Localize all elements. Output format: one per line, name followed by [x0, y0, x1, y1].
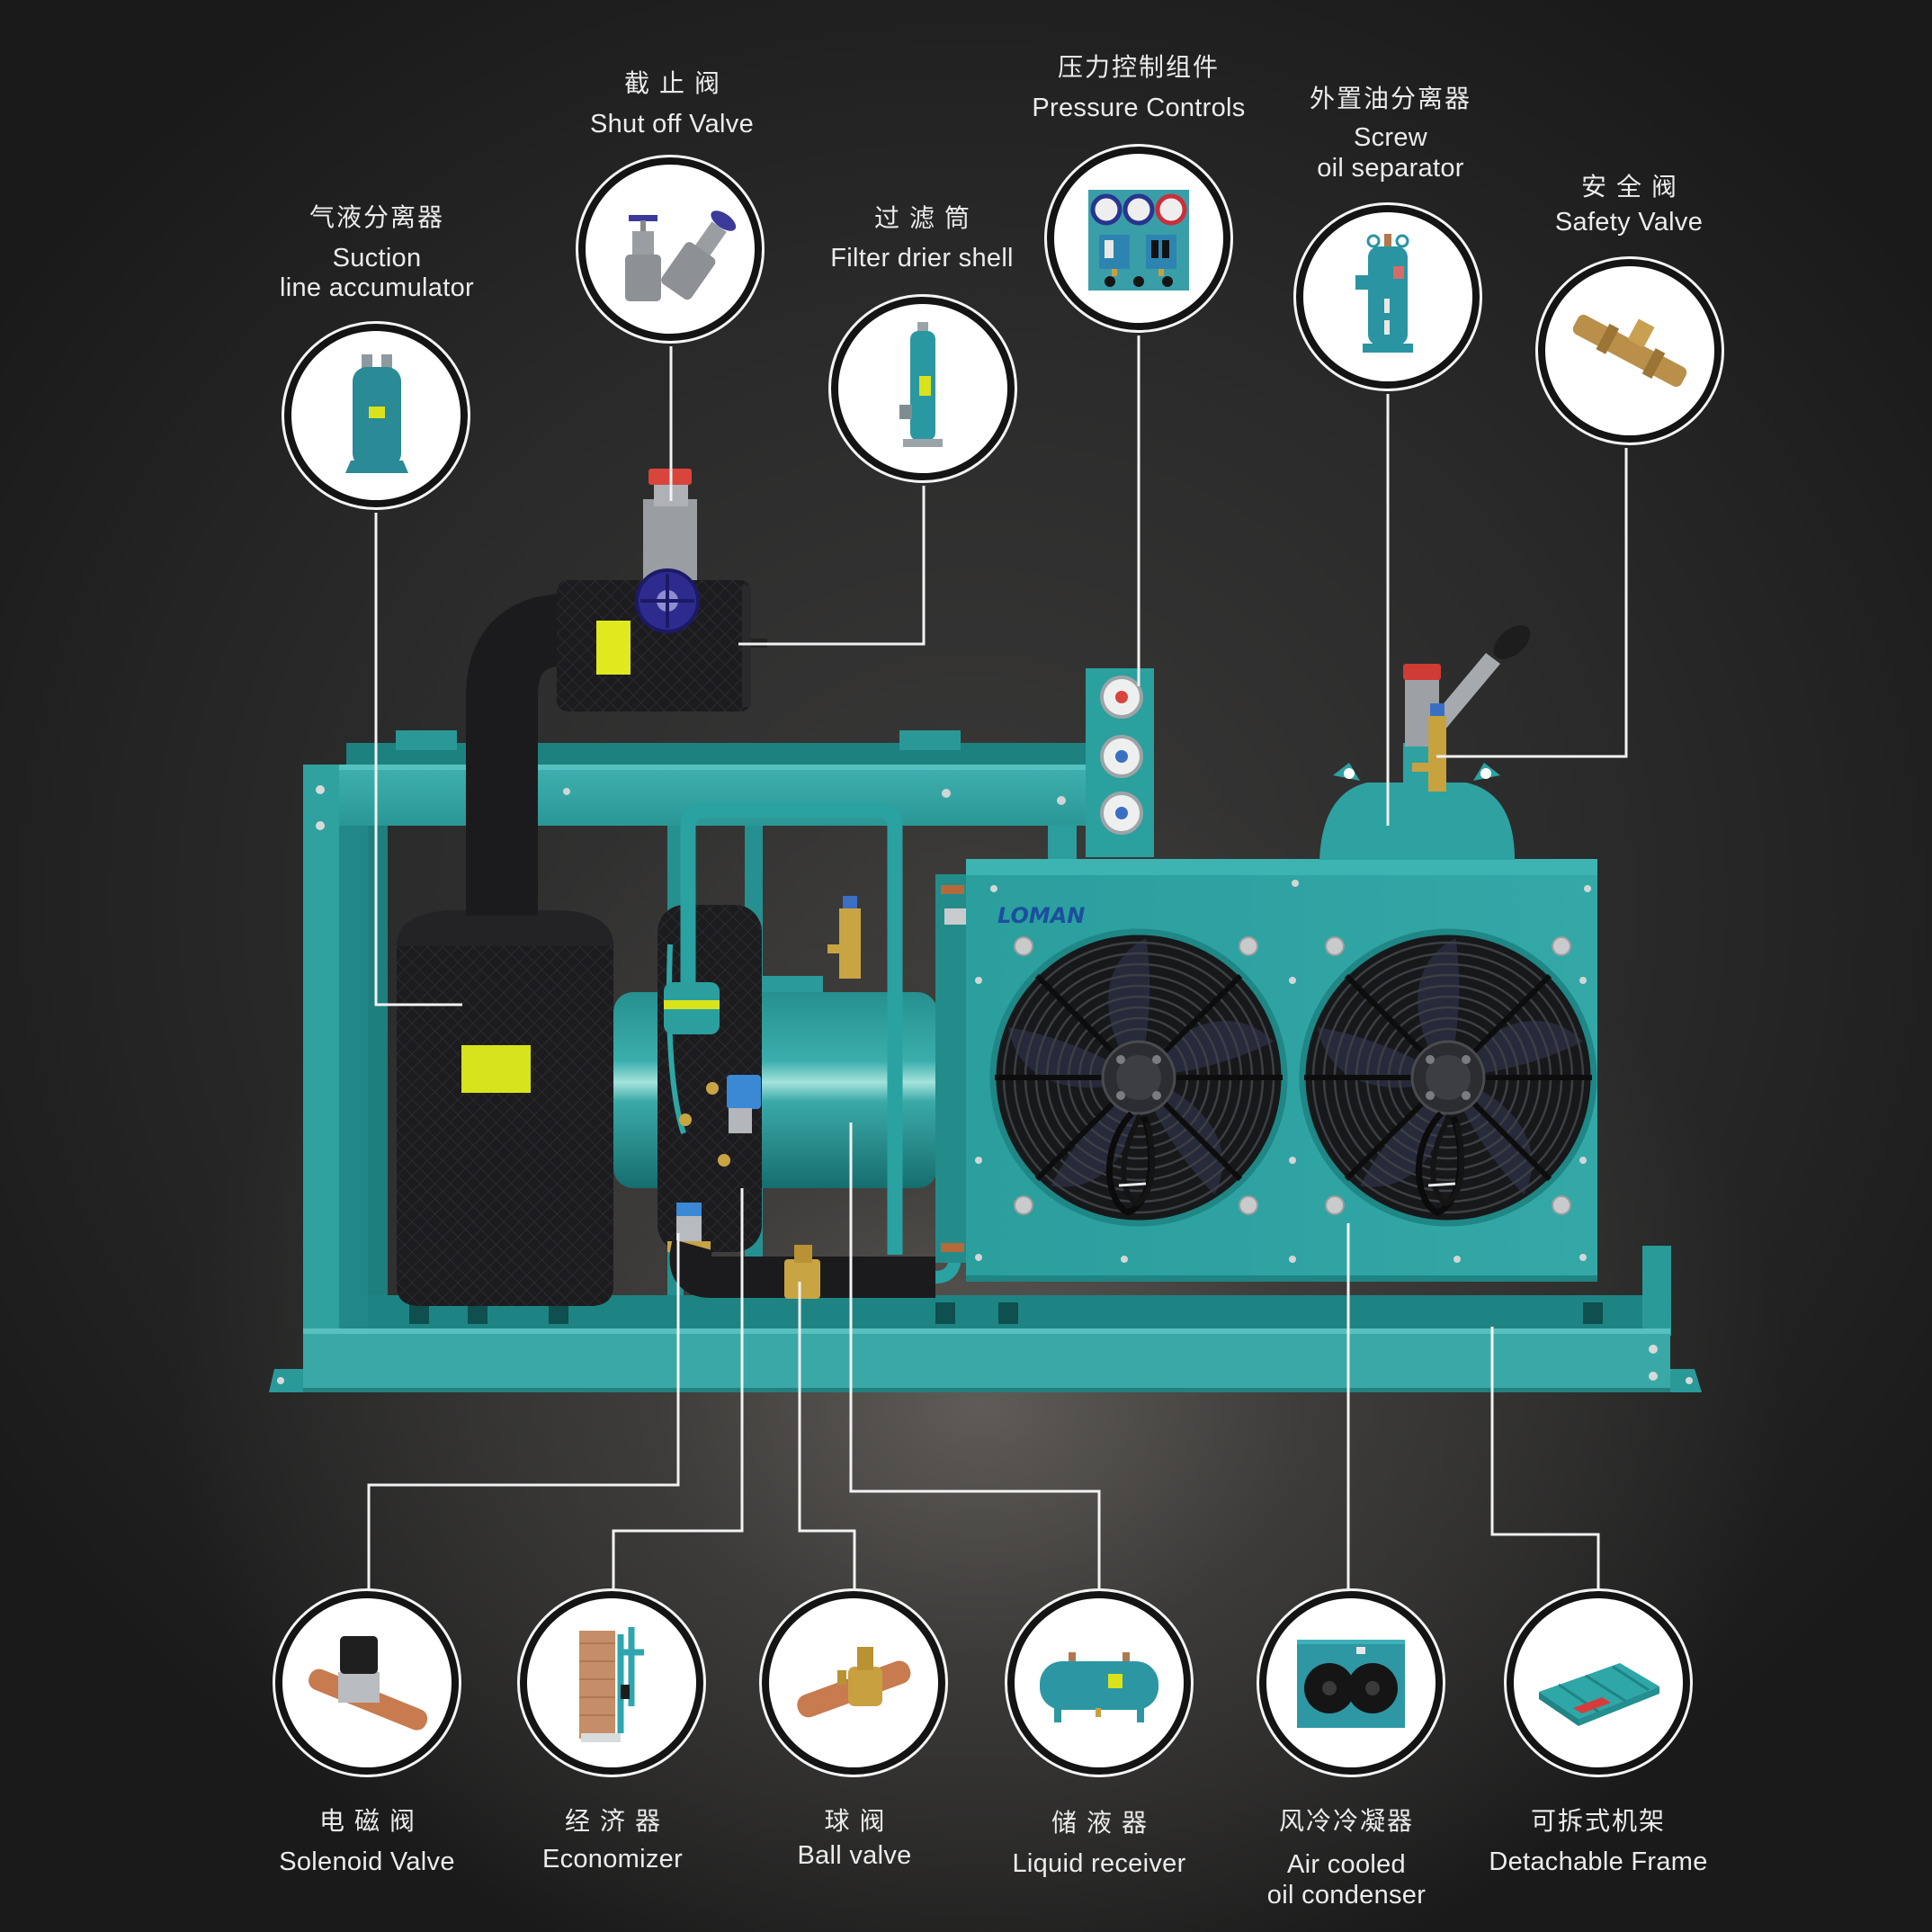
brand-logo: LOMAN — [997, 903, 1085, 928]
callout-ring — [1504, 1588, 1693, 1777]
callout-ring — [1257, 1588, 1445, 1777]
connector-economizer — [612, 1188, 744, 1591]
callout-ring — [517, 1588, 706, 1777]
filter-drier-shell — [557, 580, 767, 711]
label-zh: 经济器 — [564, 1806, 671, 1836]
label-en-line2: line accumulator — [280, 273, 474, 302]
suction-accumulator — [397, 910, 613, 1306]
label-en: Liquid receiver — [1012, 1849, 1186, 1878]
label-en: Ball valve — [797, 1841, 912, 1870]
accumulator-icon — [345, 354, 408, 473]
callout-ring — [282, 321, 470, 510]
label-en: Solenoid Valve — [279, 1847, 455, 1876]
liquid-line — [669, 1196, 962, 1299]
frame-left-post — [303, 765, 368, 1392]
air-cooled-condenser-icon — [1297, 1640, 1405, 1728]
label-zh: 球阀 — [824, 1806, 895, 1836]
label-zh: 过滤筒 — [873, 203, 980, 233]
suction-shut-off-valve — [635, 469, 700, 633]
liquid-receiver-icon — [1040, 1652, 1158, 1722]
oil-separator-icon — [1355, 234, 1413, 353]
callout-ring — [1005, 1588, 1194, 1777]
label-en: Detachable Frame — [1489, 1847, 1708, 1876]
callout-ring — [1293, 202, 1482, 391]
label-zh: 可拆式机架 — [1530, 1806, 1667, 1836]
callout-ring — [1535, 256, 1724, 445]
shut-off-valve-icon — [625, 210, 737, 301]
ball-valve-icon — [797, 1647, 911, 1718]
suction-elbow-pipe — [466, 594, 570, 916]
solenoid-valve-icon — [309, 1636, 428, 1731]
safety-valve-icon — [1572, 314, 1687, 388]
label-zh: 压力控制组件 — [1057, 52, 1221, 82]
label-zh: 外置油分离器 — [1309, 84, 1472, 113]
label-zh: 截止阀 — [623, 68, 730, 98]
label-zh: 风冷冷凝器 — [1278, 1806, 1415, 1836]
pressure-control-panel — [1086, 668, 1154, 857]
callout-ring — [759, 1588, 948, 1777]
frame-bottom-beam — [269, 1328, 1702, 1392]
connector-suction-accumulator — [374, 513, 462, 1006]
oil-separator-safety-valve — [1412, 703, 1446, 792]
pressure-controls-icon — [1088, 190, 1189, 291]
label-en-line2: oil separator — [1317, 154, 1464, 183]
label-zh: 储液器 — [1051, 1808, 1158, 1838]
connector-solenoid-valve — [367, 1233, 680, 1591]
label-zh: 气液分离器 — [309, 202, 445, 232]
detachable-frame-icon — [1539, 1663, 1659, 1726]
economizer-icon — [579, 1627, 644, 1742]
label-en: Air cooled — [1287, 1850, 1406, 1879]
label-zh: 安全阀 — [1580, 172, 1687, 201]
callout-ring — [828, 294, 1017, 483]
label-en: Shut off Valve — [589, 110, 755, 139]
callout-ring — [1044, 144, 1233, 333]
callout-ring — [576, 155, 765, 344]
connector-liquid-receiver — [849, 1123, 1101, 1591]
air-cooled-condenser: LOMAN — [935, 859, 1597, 1282]
label-en: Screw — [1353, 123, 1428, 152]
callout-ring — [273, 1588, 461, 1777]
label-en: Suction — [332, 244, 422, 273]
label-en: Economizer — [541, 1845, 684, 1874]
connector-filter-drier — [738, 486, 926, 646]
receiver-relief-valve — [827, 896, 861, 979]
filter-drier-icon — [899, 322, 943, 447]
label-en: Safety Valve — [1554, 208, 1704, 237]
connector-detachable-frame — [1490, 1327, 1600, 1591]
connector-ball-valve — [798, 1282, 856, 1591]
label-en-line2: oil condenser — [1266, 1881, 1427, 1910]
label-zh: 电磁阀 — [318, 1806, 425, 1836]
label-en: Filter drier shell — [830, 244, 1014, 273]
label-en: Pressure Controls — [1032, 94, 1246, 122]
connector-safety-valve — [1436, 448, 1628, 758]
